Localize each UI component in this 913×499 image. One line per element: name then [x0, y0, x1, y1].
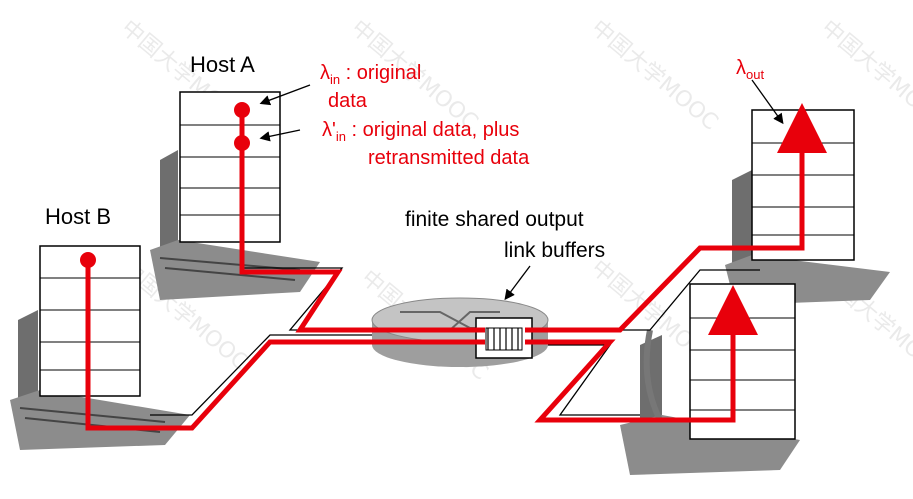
host-a-retransmit-dot — [234, 135, 250, 151]
lambda-in-annotation: λin : original data — [320, 62, 421, 112]
lambda-prime-desc-line2: retransmitted data — [368, 147, 530, 169]
svg-text:λ'in : original data, plus: λ'in : original data, plus — [322, 119, 519, 144]
host-a-computer — [150, 91, 320, 300]
flow-host-a — [239, 110, 485, 333]
lambda-in-subscript: in — [330, 72, 340, 87]
lambda-out-symbol: λ — [736, 57, 746, 79]
lambda-prime-in-annotation: λ'in : original data, plus retransmitted… — [322, 119, 530, 169]
flow-host-b — [85, 260, 485, 431]
lambda-out-annotation: λout — [736, 57, 764, 82]
lambda-prime-symbol: λ' — [322, 119, 336, 141]
link-buffer — [475, 317, 533, 359]
host-a-source-dot — [234, 102, 250, 118]
svg-text:λout: λout — [736, 57, 764, 82]
traffic-flows — [85, 103, 827, 431]
watermark-text: 中国大学MOOC — [586, 15, 722, 135]
dest-computer-upper — [725, 109, 890, 305]
flow-to-lower — [525, 285, 758, 423]
lambda-out-subscript: out — [746, 67, 764, 82]
svg-text:λin : original: λin : original — [320, 62, 421, 87]
pointer-arrows — [259, 79, 784, 301]
buffer-label-line1: finite shared output — [405, 208, 584, 231]
flow-to-upper — [525, 103, 827, 333]
lambda-in-desc-line1: : original — [340, 62, 421, 84]
host-b-source-dot — [80, 252, 96, 268]
lambda-symbol: λ — [320, 62, 330, 84]
host-b-label: Host B — [45, 204, 111, 229]
lambda-prime-desc-line1: : original data, plus — [346, 119, 519, 141]
dest-computer-lower — [620, 283, 800, 475]
lambda-prime-in-subscript: in — [336, 129, 346, 144]
host-a-label: Host A — [190, 52, 255, 77]
lambda-in-desc-line2: data — [328, 90, 368, 112]
buffer-label-line2: link buffers — [504, 239, 605, 262]
